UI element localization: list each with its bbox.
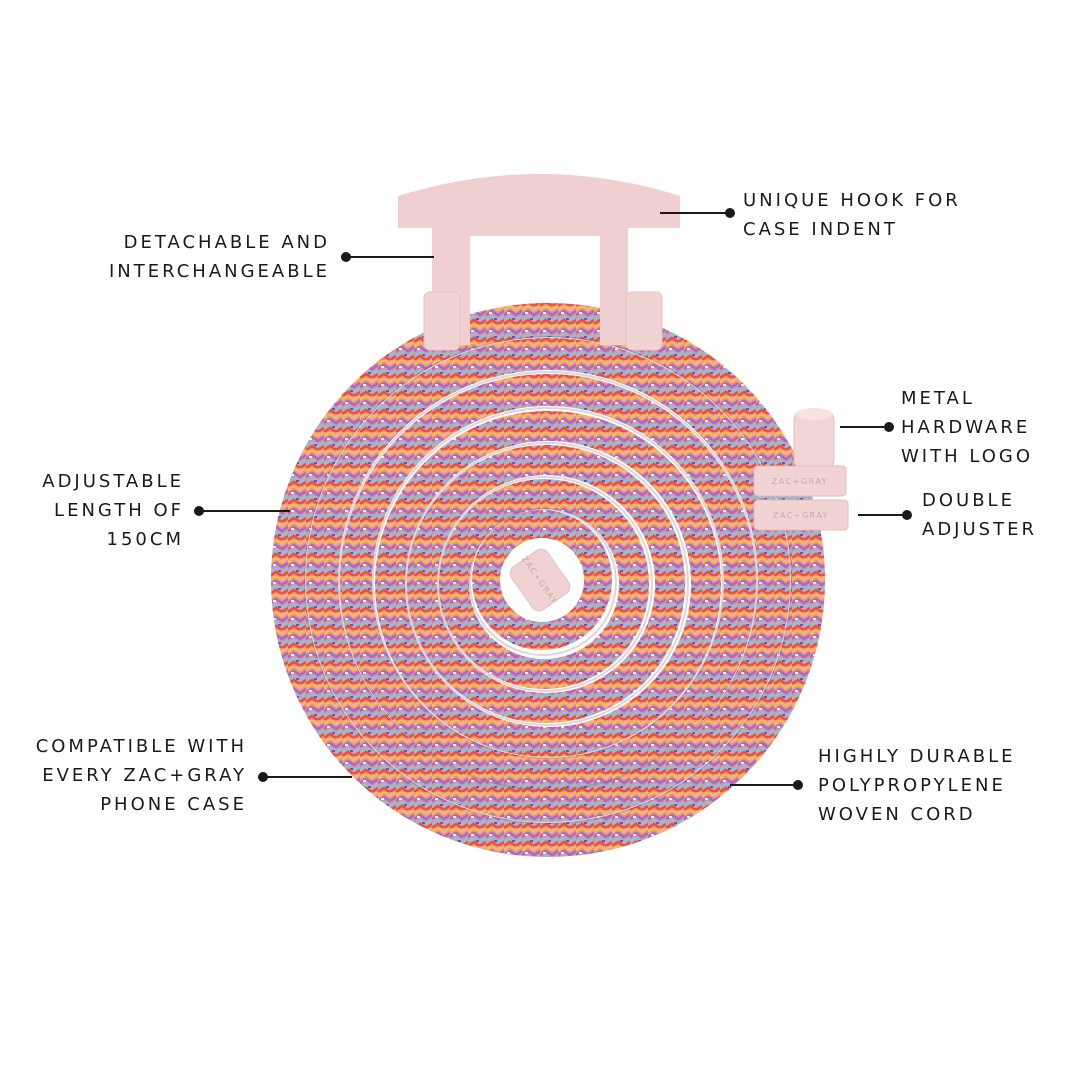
callout-dot-hook [725,208,735,218]
callout-dot-compatible [258,772,268,782]
label-detachable: DETACHABLE AND INTERCHANGEABLE [109,228,330,286]
label-compatible-line-2: EVERY ZAC+GRAY [42,765,247,786]
label-double-line-2: ADJUSTER [922,519,1037,540]
label-durable-line-3: WOVEN CORD [818,804,976,825]
adjuster-brand-text-2: ZAC+GRAY [773,511,829,520]
label-durable-line-1: HIGHLY DURABLE [818,746,1016,767]
double-adjuster: ZAC+GRAY ZAC+GRAY [753,465,849,531]
label-adjustable-line-1: ADJUSTABLE [42,471,184,492]
adjuster-brand-text-1: ZAC+GRAY [772,477,828,486]
label-hook-line-2: CASE INDENT [743,219,898,240]
label-hook: UNIQUE HOOK FOR CASE INDENT [743,186,961,244]
label-adjustable: ADJUSTABLE LENGTH OF 150CM [42,467,184,554]
label-double-line-1: DOUBLE [922,490,1015,511]
callout-lines [194,208,912,790]
label-detachable-line-2: INTERCHANGEABLE [108,261,330,282]
label-durable: HIGHLY DURABLE POLYPROPYLENE WOVEN CORD [818,742,1016,829]
label-adjustable-line-3: 150CM [106,529,184,550]
callout-dot-durable [793,780,803,790]
label-compatible-line-1: COMPATIBLE WITH [35,736,247,757]
label-metal-line-1: METAL [901,388,975,409]
metal-hardware [793,408,835,471]
label-metal-line-3: WITH LOGO [901,446,1034,467]
callout-dot-double [902,510,912,520]
label-hook-line-1: UNIQUE HOOK FOR [743,190,961,211]
label-compatible-line-3: PHONE CASE [100,794,247,815]
label-adjustable-line-2: LENGTH OF [54,500,184,521]
callout-dot-detachable [341,252,351,262]
label-compatible: COMPATIBLE WITH EVERY ZAC+GRAY PHONE CAS… [36,732,247,819]
callout-dot-adjustable [194,506,204,516]
label-metal-line-2: HARDWARE [901,417,1031,438]
callout-dot-metal [884,422,894,432]
label-double: DOUBLE ADJUSTER [922,486,1037,544]
label-detachable-line-1: DETACHABLE AND [123,232,330,253]
hook [398,174,680,351]
label-metal: METAL HARDWARE WITH LOGO [901,384,1033,471]
coiled-cord [271,303,825,857]
cord-end-cap: ZAC+GRAY [509,548,571,612]
label-durable-line-2: POLYPROPYLENE [818,775,1006,796]
